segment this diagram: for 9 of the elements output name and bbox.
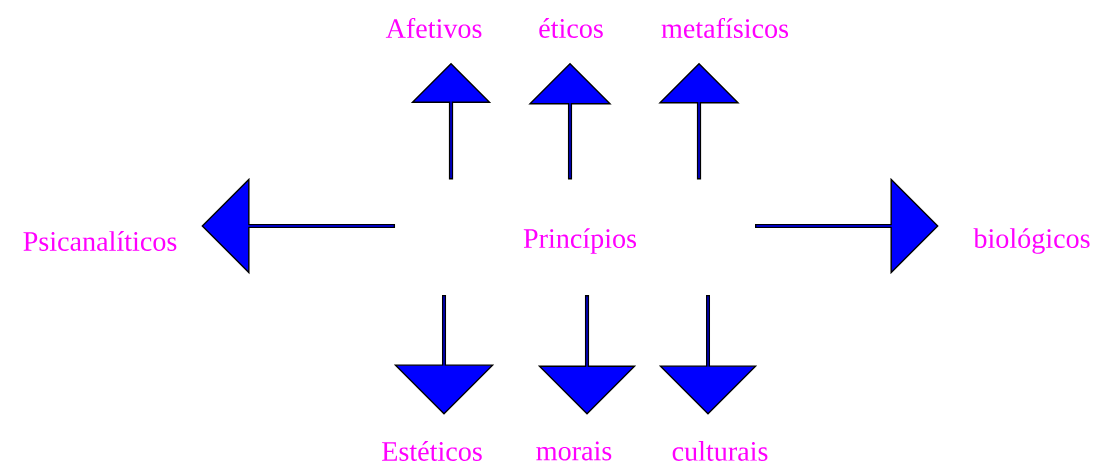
label-text: Princípios	[523, 228, 636, 254]
label-text: biológicos	[973, 228, 1090, 254]
label-text: éticos	[539, 18, 603, 38]
label-text: Psicanalíticos	[23, 231, 177, 251]
label-text: metafísicos	[661, 18, 789, 39]
label-text: morais	[536, 441, 612, 461]
label-text: Afetivos	[385, 18, 482, 39]
label-text: Estéticos	[382, 441, 482, 461]
label-text: culturais	[672, 441, 768, 461]
